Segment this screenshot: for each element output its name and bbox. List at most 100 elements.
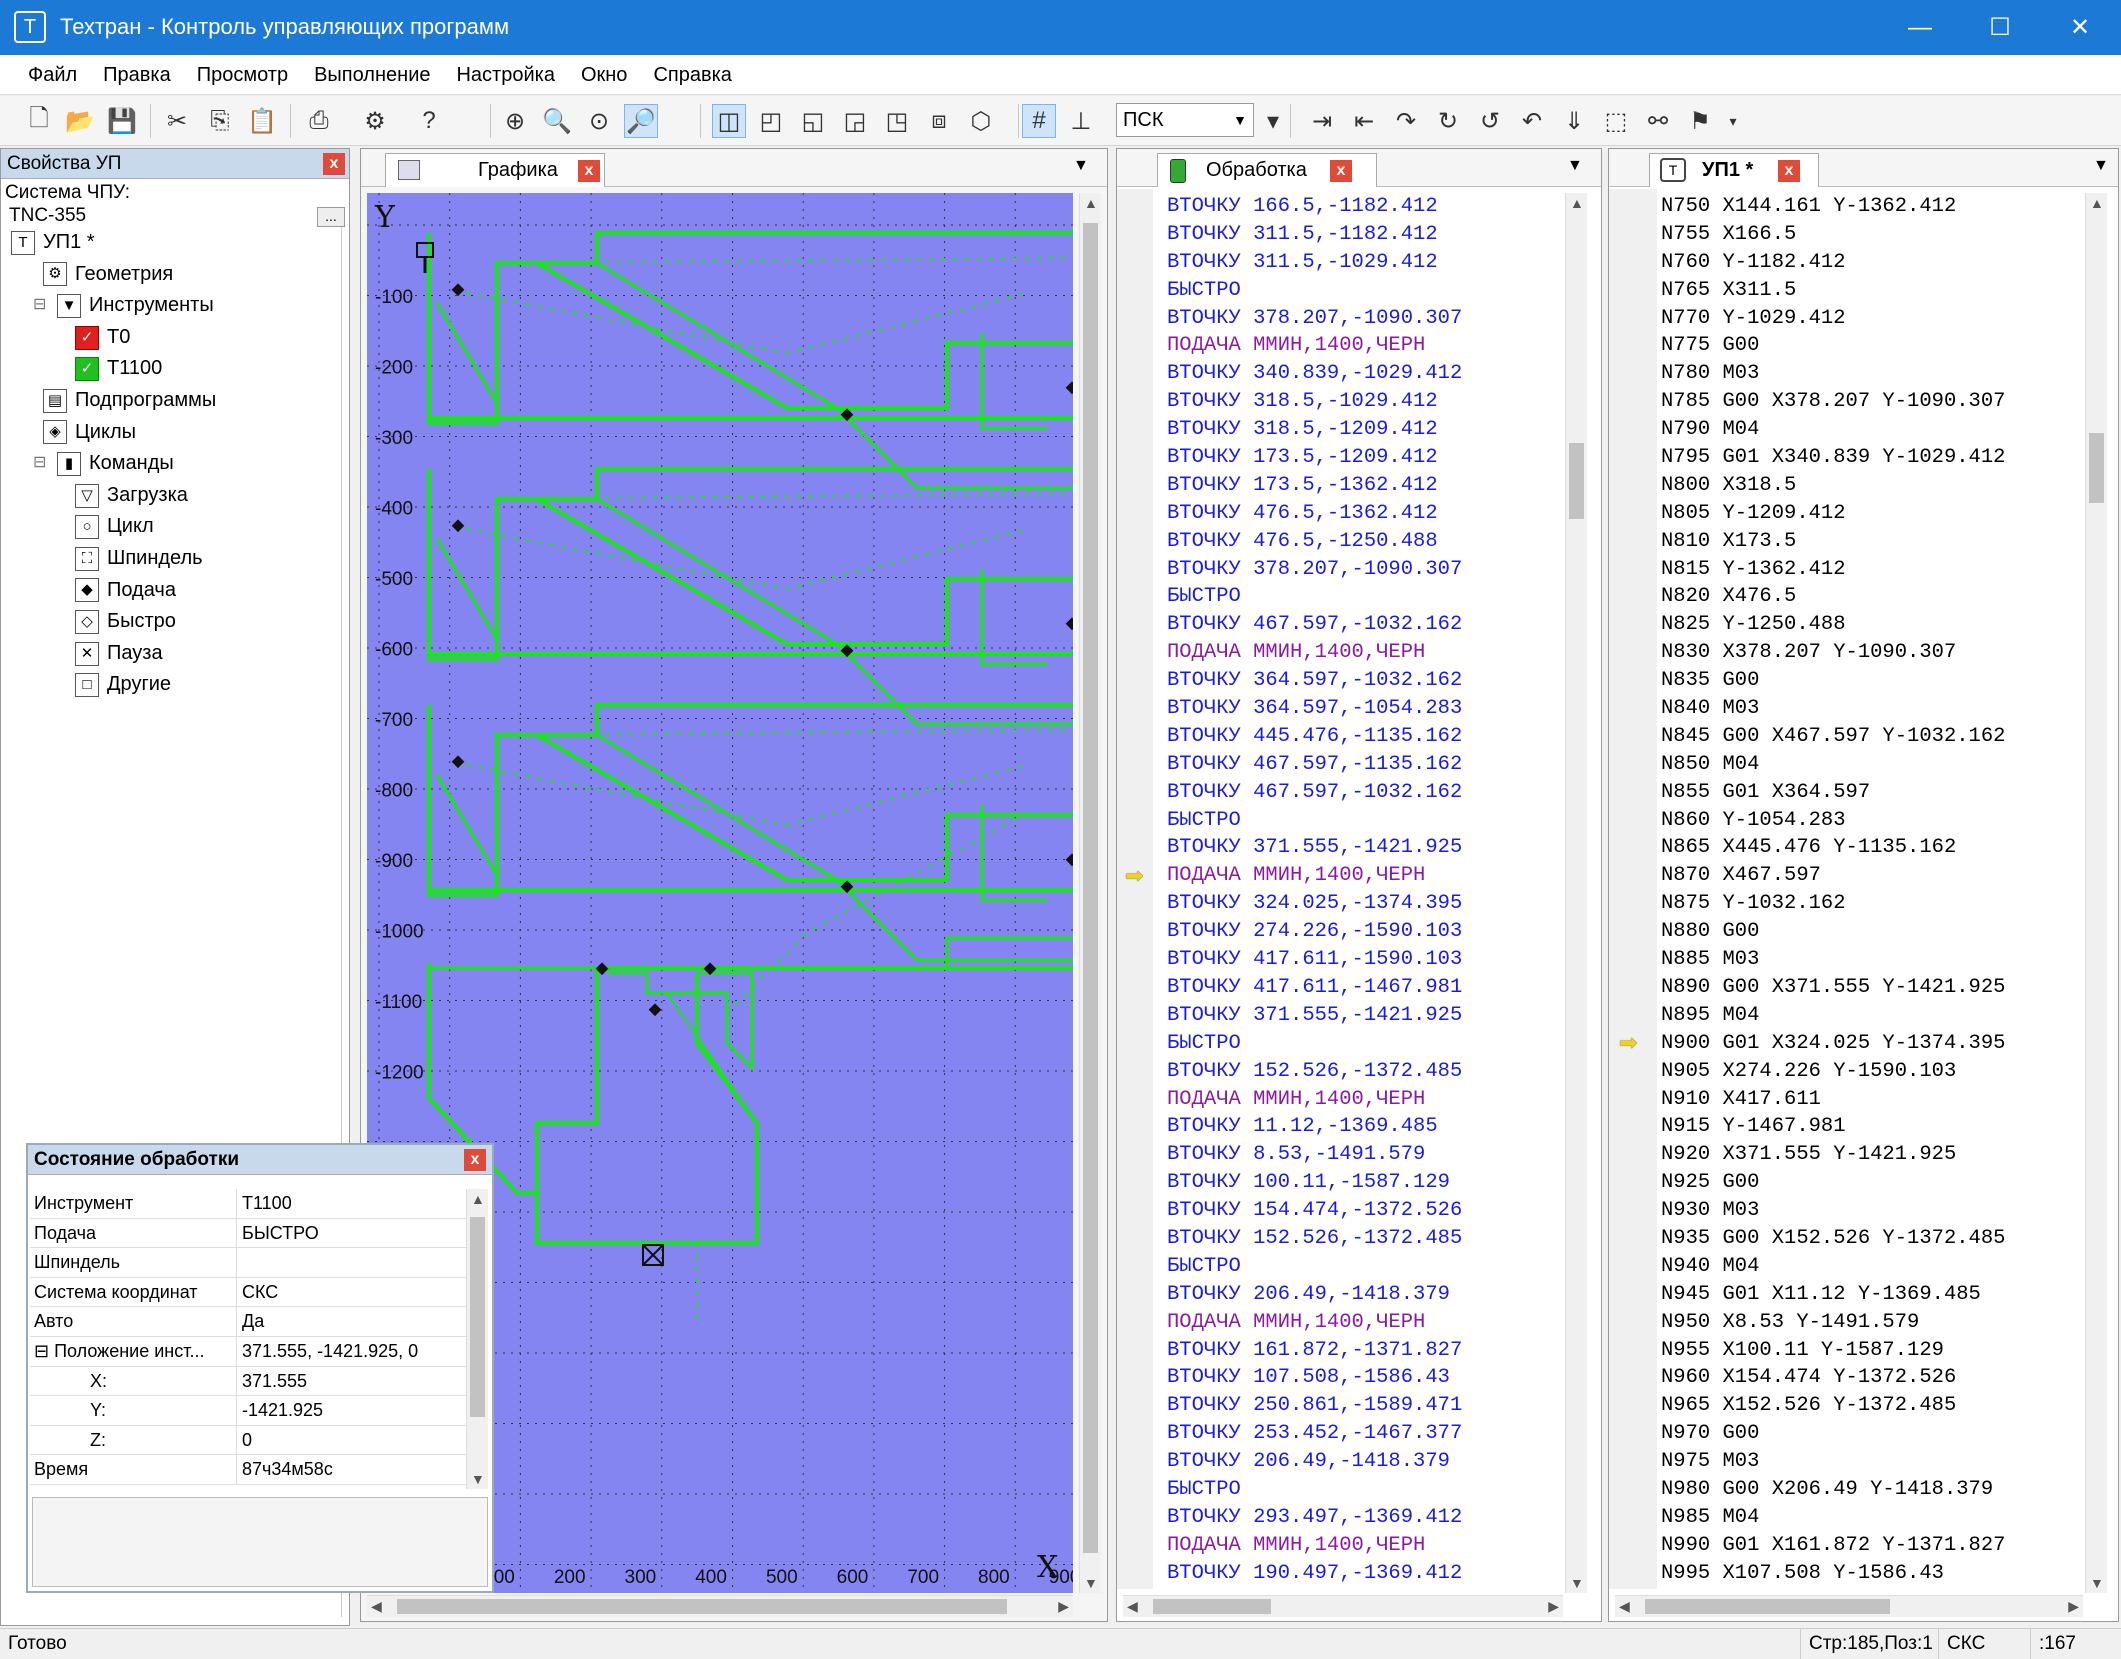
coord-dropdown-icon[interactable]: ▾ [1266,107,1280,135]
tree-item[interactable]: ▤Подпрограммы [43,385,216,415]
menu-help[interactable]: Справка [653,64,732,86]
code-line[interactable]: ПОДАЧА ММИН,1400,ЧЕРН [1167,1310,1426,1334]
code-line[interactable]: БЫСТРО [1167,1477,1241,1501]
code-line[interactable]: N890 G00 X371.555 Y-1421.925 [1661,975,2006,999]
code-line[interactable]: N810 X173.5 [1661,529,1797,553]
code-line[interactable]: N780 M03 [1661,362,1760,386]
tab-program[interactable]: T УП1 * x [1649,153,1819,187]
save-file-icon[interactable]: 💾 [107,107,137,135]
code-line[interactable]: N930 M03 [1661,1199,1760,1223]
close-panel-icon[interactable]: x [323,153,345,175]
code-line[interactable]: ВТОЧКУ 250.861,-1589.471 [1167,1394,1463,1418]
code-line[interactable]: ВТОЧКУ 253.452,-1467.377 [1167,1422,1463,1446]
view-back-icon[interactable]: ◳ [885,107,909,135]
open-file-icon[interactable]: 📂 [65,107,95,135]
view-right-icon[interactable]: ◲ [843,107,867,135]
code-line[interactable]: N925 G00 [1661,1171,1760,1195]
property-row[interactable]: Z:0 [30,1425,470,1456]
code-line[interactable]: N915 Y-1467.981 [1661,1115,1846,1139]
code-line[interactable]: ВТОЧКУ 467.597,-1135.162 [1167,752,1463,776]
processing-hscroll[interactable]: ◀▶ [1123,1595,1563,1617]
coord-system-select[interactable]: ПСК▼ [1116,103,1254,137]
zoom-fit-icon[interactable]: ⊙ [588,107,610,135]
menu-window[interactable]: Окно [580,64,628,86]
tree-item[interactable]: ✓T0 [75,322,130,352]
run-end-icon[interactable]: ⇓ [1563,107,1585,135]
browse-cnc-button[interactable]: ... [317,207,345,227]
code-line[interactable]: N990 G01 X161.872 Y-1371.827 [1661,1533,2006,1557]
code-line[interactable]: N795 G01 X340.839 Y-1029.412 [1661,446,2006,470]
view-left-icon[interactable]: ◱ [801,107,825,135]
code-line[interactable]: ВТОЧКУ 190.497,-1369.412 [1167,1561,1463,1585]
code-line[interactable]: ВТОЧКУ 476.5,-1250.488 [1167,529,1438,553]
processing-vscroll[interactable]: ▲▼ [1565,193,1587,1593]
code-line[interactable]: ВТОЧКУ 467.597,-1032.162 [1167,780,1463,804]
code-line[interactable]: БЫСТРО [1167,278,1241,302]
code-line[interactable]: ВТОЧКУ 371.555,-1421.925 [1167,1003,1463,1027]
code-line[interactable]: ВТОЧКУ 166.5,-1182.412 [1167,195,1438,218]
graphics-tab-menu-icon[interactable]: ▼ [1073,157,1089,174]
tree-item[interactable]: ✕Пауза [75,638,163,668]
help-dropdown-icon[interactable]: ? [422,107,436,134]
code-line[interactable]: ПОДАЧА ММИН,1400,ЧЕРН [1167,334,1426,358]
code-line[interactable]: N940 M04 [1661,1254,1760,1278]
code-line[interactable]: ВТОЧКУ 107.508,-1586.43 [1167,1366,1450,1390]
code-line[interactable]: ВТОЧКУ 476.5,-1362.412 [1167,501,1438,525]
print-icon[interactable]: ⎙ [309,107,329,134]
code-line[interactable]: ВТОЧКУ 206.49,-1418.379 [1167,1282,1450,1306]
code-line[interactable]: ВТОЧКУ 417.611,-1590.103 [1167,948,1463,972]
run-stop-icon[interactable]: ⇤ [1353,107,1375,135]
code-line[interactable]: N905 X274.226 Y-1590.103 [1661,1059,1957,1083]
code-line[interactable]: ВТОЧКУ 445.476,-1135.162 [1167,724,1463,748]
code-line[interactable]: N895 M04 [1661,1003,1760,1027]
code-line[interactable]: N760 Y-1182.412 [1661,250,1846,274]
code-line[interactable]: ВТОЧКУ 318.5,-1209.412 [1167,418,1438,442]
code-line[interactable]: N985 M04 [1661,1505,1760,1529]
code-line[interactable]: N750 X144.161 Y-1362.412 [1661,195,1957,218]
zoom-dynamic-icon[interactable]: 🔎 [624,104,658,138]
toolpath-canvas[interactable]: -100-200-300-400-500-600-700-800-900-100… [367,193,1073,1593]
breakpoints-icon[interactable]: ⬚ [1604,107,1628,135]
tree-toggle-icon[interactable]: ⊟ [33,296,47,314]
state-vscroll[interactable]: ▲▼ [466,1189,488,1489]
code-line[interactable]: ВТОЧКУ 8.53,-1491.579 [1167,1143,1426,1167]
code-line[interactable]: ВТОЧКУ 371.555,-1421.925 [1167,836,1463,860]
code-line[interactable]: ВТОЧКУ 364.597,-1032.162 [1167,669,1463,693]
code-line[interactable]: ВТОЧКУ 378.207,-1090.307 [1167,306,1463,330]
tree-item[interactable]: ✓T1100 [75,353,162,383]
code-line[interactable]: ПОДАЧА ММИН,1400,ЧЕРН [1167,1087,1426,1111]
code-line[interactable]: N815 Y-1362.412 [1661,557,1846,581]
code-line[interactable]: ВТОЧКУ 152.526,-1372.485 [1167,1226,1463,1250]
tab-graphics[interactable]: Графика x [385,153,605,187]
code-line[interactable]: БЫСТРО [1167,585,1241,609]
code-line[interactable]: N900 G01 X324.025 Y-1374.395 [1661,1031,2006,1055]
code-line[interactable]: N775 G00 [1661,334,1760,358]
code-line[interactable]: N935 G00 X152.526 Y-1372.485 [1661,1226,2006,1250]
flag-icon[interactable]: ⚑ [1689,107,1711,135]
code-line[interactable]: ВТОЧКУ 173.5,-1362.412 [1167,473,1438,497]
tree-item[interactable]: ◇Быстро [75,606,176,636]
tree-item[interactable]: ⊟▮Команды [33,448,174,478]
close-program-tab-icon[interactable]: x [1778,160,1800,182]
code-line[interactable]: N800 X318.5 [1661,473,1797,497]
program-vscroll[interactable]: ▲▼ [2085,193,2107,1593]
code-line[interactable]: N850 M04 [1661,752,1760,776]
code-line[interactable]: N910 X417.611 [1661,1087,1821,1111]
tab-processing[interactable]: Обработка x [1157,153,1377,187]
axes-icon[interactable]: ⊥ [1070,107,1092,135]
code-line[interactable]: ВТОЧКУ 100.11,-1587.129 [1167,1171,1450,1195]
code-line[interactable]: ВТОЧКУ 340.839,-1029.412 [1167,362,1463,386]
code-line[interactable]: N950 X8.53 Y-1491.579 [1661,1310,1920,1334]
graphics-vscroll[interactable]: ▲▼ [1079,193,1101,1593]
step-over-icon[interactable]: ↻ [1437,107,1459,135]
tree-item[interactable]: ◈Циклы [43,417,136,447]
tree-item[interactable]: ⊟▼Инструменты [33,290,214,320]
code-line[interactable]: N840 M03 [1661,697,1760,721]
code-line[interactable]: N765 X311.5 [1661,278,1797,302]
code-line[interactable]: ВТОЧКУ 154.474,-1372.526 [1167,1199,1463,1223]
code-line[interactable]: ПОДАЧА ММИН,1400,ЧЕРН [1167,1533,1426,1557]
